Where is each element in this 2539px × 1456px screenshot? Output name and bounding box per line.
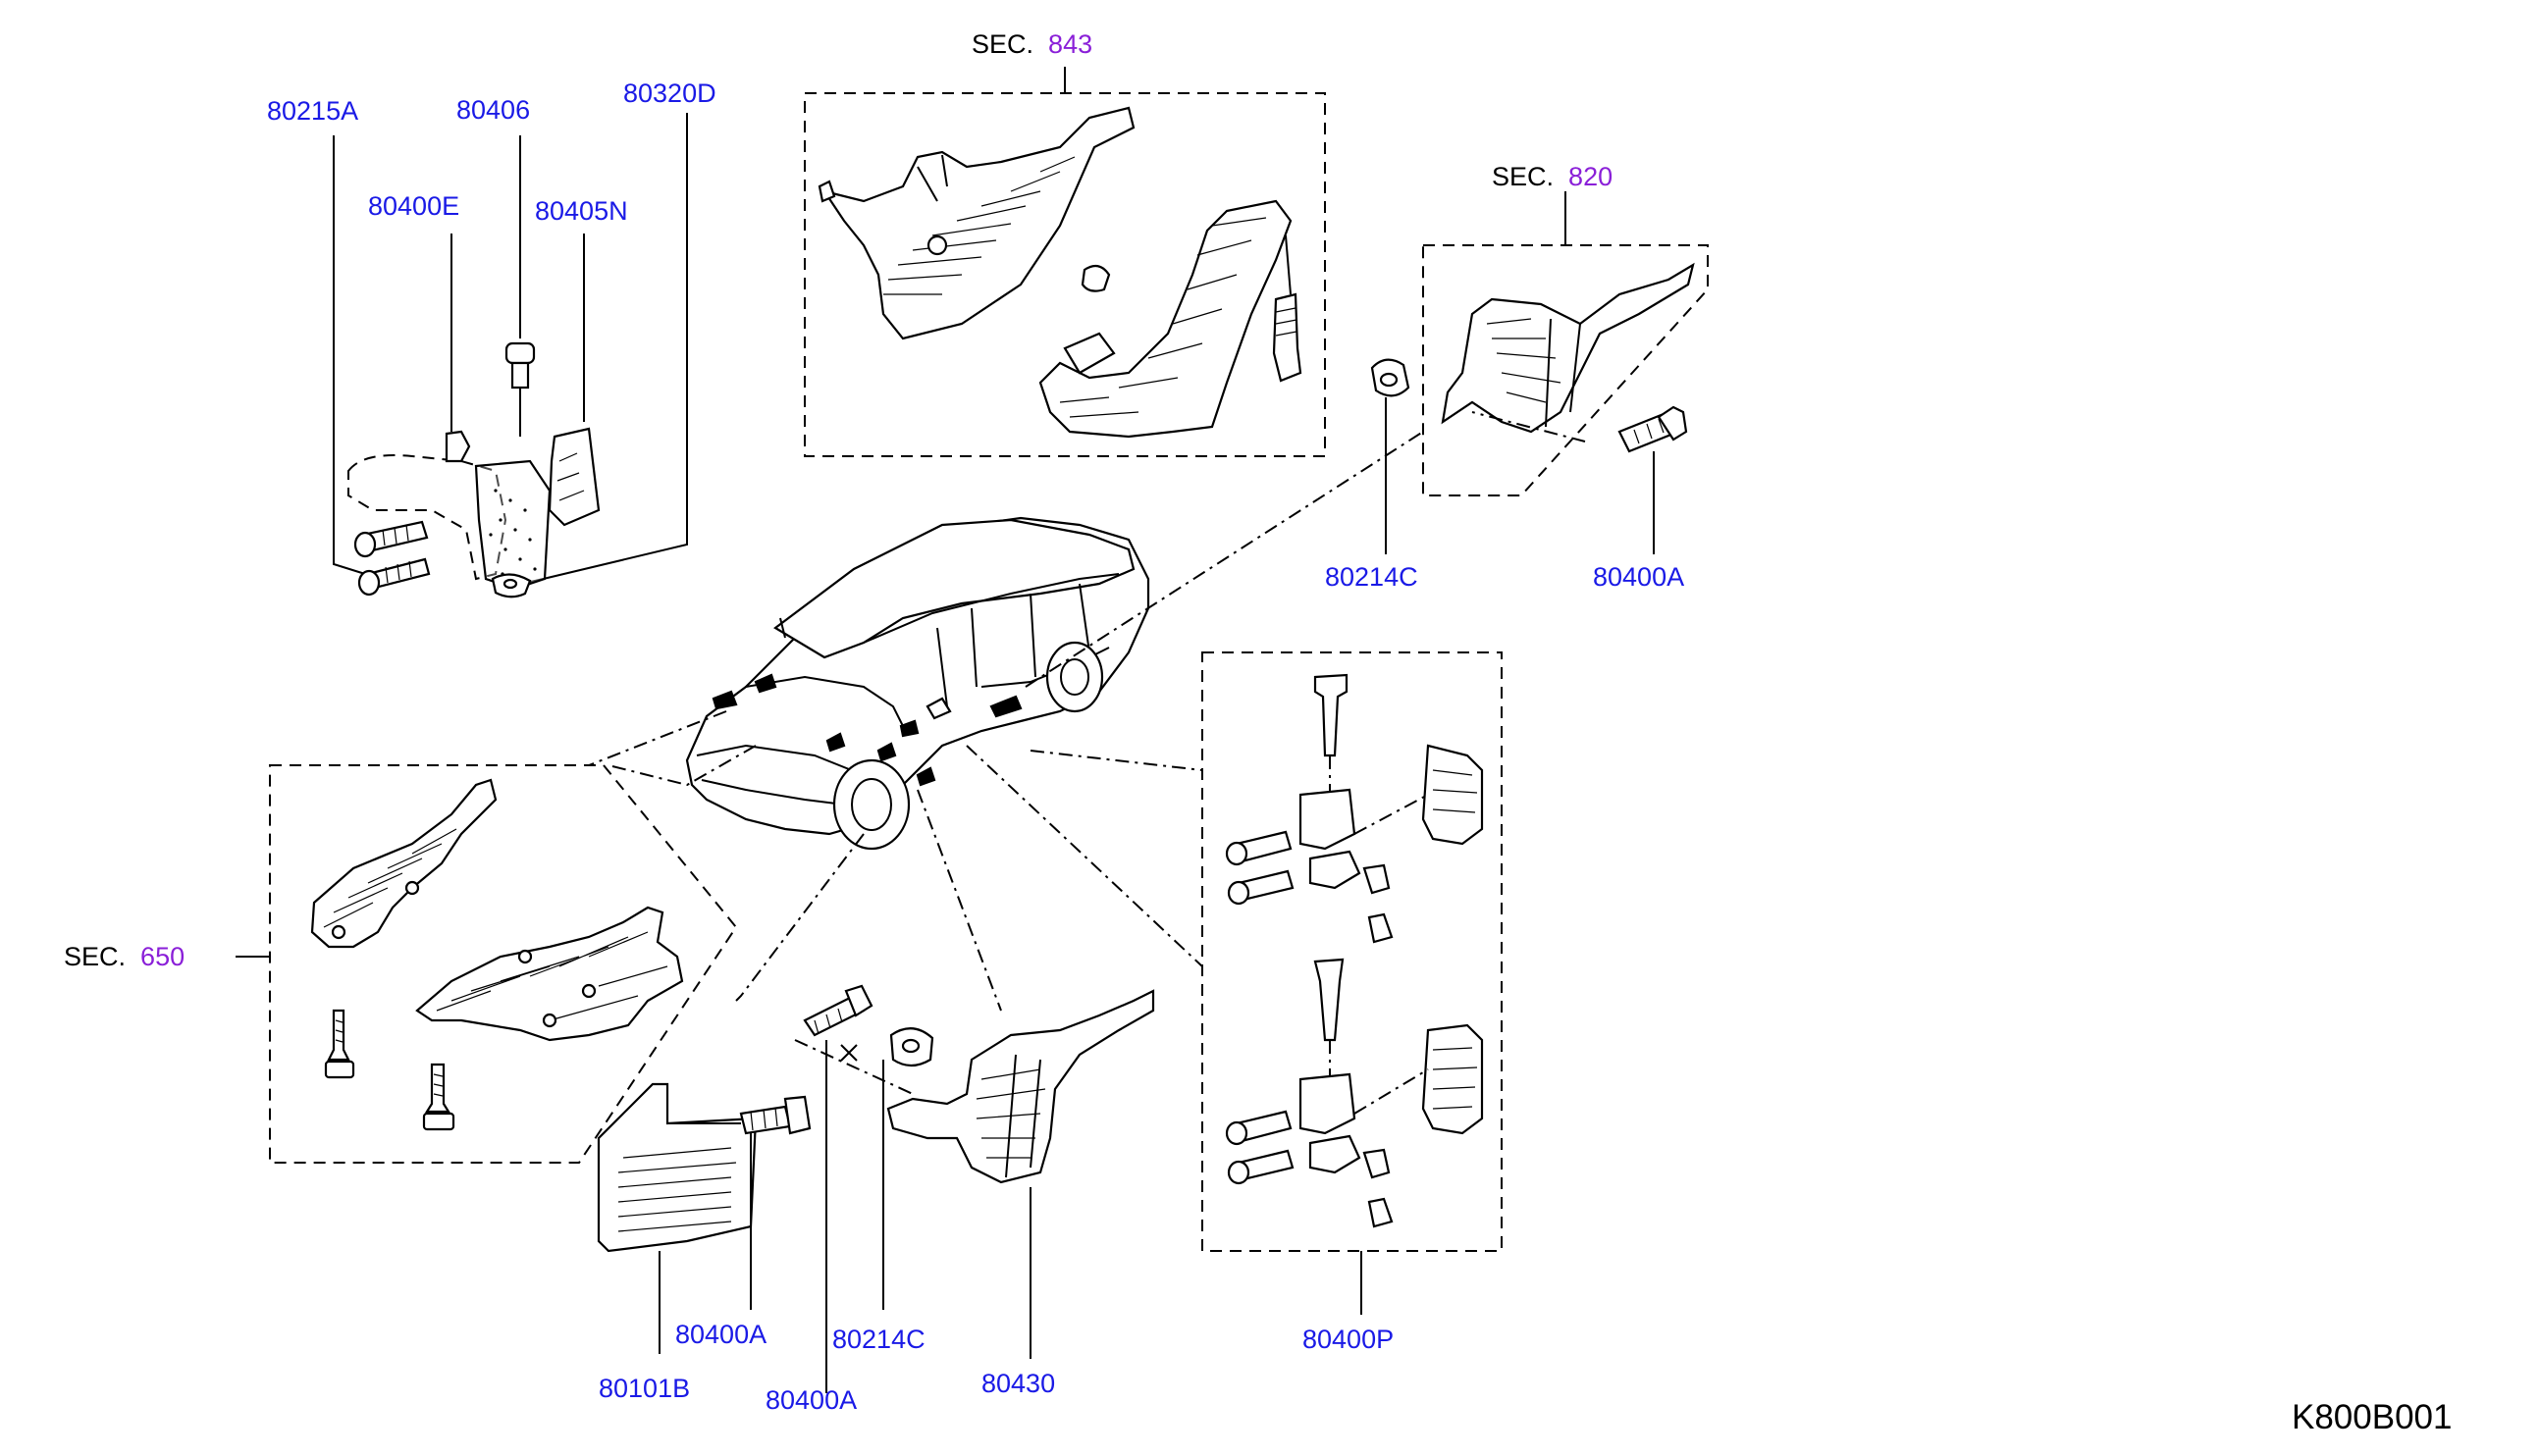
sec-843-label[interactable]: SEC. 843 [972, 29, 1092, 59]
part-80101B[interactable]: 80101B [599, 1374, 691, 1403]
sec-prefix: SEC. [1492, 162, 1555, 191]
sec-820-assembly [1370, 191, 1709, 554]
sec-number[interactable]: 820 [1568, 162, 1613, 191]
sec-number[interactable]: 843 [1048, 29, 1093, 59]
part-80400A-top[interactable]: 80400A [1593, 562, 1685, 592]
top-left-hinge-assembly [333, 113, 688, 598]
part-80214C-top[interactable]: 80214C [1325, 562, 1418, 592]
part-80405N[interactable]: 80405N [535, 196, 628, 226]
sec-843-assembly [804, 67, 1326, 457]
sec-820-label[interactable]: SEC. 820 [1492, 162, 1613, 191]
connector-lines [588, 431, 1424, 1012]
bottom-center-assembly [597, 984, 1155, 1393]
sec-prefix: SEC. [972, 29, 1034, 59]
part-80215A[interactable]: 80215A [267, 96, 359, 126]
sec-650-assembly [236, 764, 738, 1164]
part-80320D[interactable]: 80320D [623, 78, 716, 108]
part-80400E[interactable]: 80400E [368, 191, 460, 221]
rear-door-hinge-assembly [1201, 651, 1503, 1315]
part-80214C-bottom[interactable]: 80214C [832, 1325, 926, 1354]
part-80400A-bottom[interactable]: 80400A [766, 1385, 858, 1415]
part-80400P[interactable]: 80400P [1302, 1325, 1395, 1354]
diagram-code: K800B001 [2292, 1398, 2453, 1436]
vehicle-body [685, 516, 1150, 851]
sec-number[interactable]: 650 [140, 942, 185, 971]
part-80430[interactable]: 80430 [981, 1369, 1056, 1398]
sec-650-label[interactable]: SEC. 650 [64, 942, 185, 971]
part-80406[interactable]: 80406 [456, 95, 531, 125]
part-80400A-bottom-left[interactable]: 80400A [675, 1320, 767, 1349]
sec-prefix: SEC. [64, 942, 127, 971]
